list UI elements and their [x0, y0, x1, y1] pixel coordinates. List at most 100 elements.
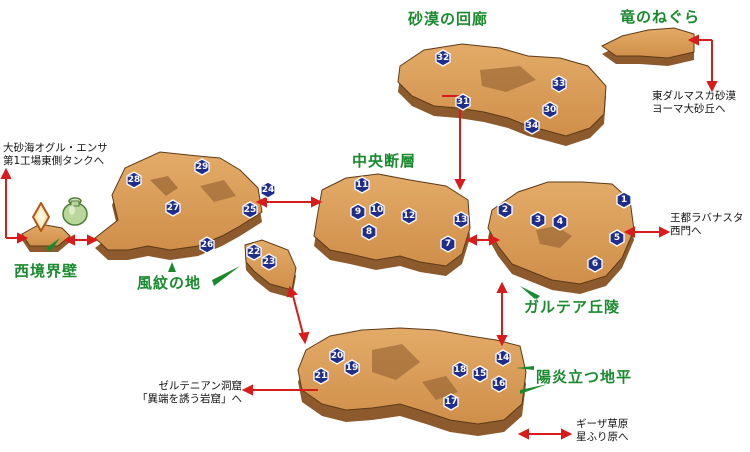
hexagon-marker-icon [552, 213, 568, 231]
hexagon-marker-icon [165, 199, 181, 217]
map-marker-label: 3 [534, 215, 542, 225]
hexagon-marker-icon [453, 211, 469, 229]
hexagon-marker-icon [551, 75, 567, 93]
hexagon-marker-icon [261, 253, 277, 271]
map-marker-label: 33 [552, 79, 566, 89]
map-marker-11[interactable]: 11 [353, 176, 371, 194]
hexagon-marker-icon [455, 93, 471, 111]
crystal-icon [32, 202, 50, 232]
hexagon-marker-icon [369, 201, 385, 219]
map-marker-25[interactable]: 25 [241, 201, 259, 219]
hexagon-marker-icon [313, 367, 329, 385]
region-ryuu-no-negura [601, 27, 695, 66]
map-marker-label: 7 [444, 239, 452, 249]
map-marker-label: 34 [525, 121, 539, 131]
map-marker-label: 17 [444, 397, 458, 407]
map-marker-12[interactable]: 12 [400, 207, 418, 225]
map-marker-label: 15 [473, 369, 487, 379]
map-marker-23[interactable]: 23 [260, 253, 278, 271]
hexagon-marker-icon [609, 229, 625, 247]
map-marker-27[interactable]: 27 [164, 199, 182, 217]
hexagon-marker-icon [194, 158, 210, 176]
map-marker-29[interactable]: 29 [193, 158, 211, 176]
map-marker-label: 9 [354, 207, 362, 217]
hexagon-marker-icon [401, 207, 417, 225]
map-marker-31[interactable]: 31 [454, 93, 472, 111]
map-marker-label: 11 [355, 180, 369, 190]
map-marker-label: 2 [501, 205, 509, 215]
map-marker-label: 8 [365, 227, 373, 237]
map-marker-label: 5 [613, 233, 621, 243]
map-marker-33[interactable]: 33 [550, 75, 568, 93]
map-marker-34[interactable]: 34 [523, 117, 541, 135]
map-marker-13[interactable]: 13 [452, 211, 470, 229]
map-marker-label: 16 [492, 379, 506, 389]
map-marker-14[interactable]: 14 [494, 349, 512, 367]
map-marker-18[interactable]: 18 [451, 361, 469, 379]
map-marker-22[interactable]: 22 [245, 243, 263, 261]
map-marker-30[interactable]: 30 [541, 101, 559, 119]
map-marker-17[interactable]: 17 [442, 393, 460, 411]
map-marker-2[interactable]: 2 [496, 201, 514, 219]
map-marker-label: 22 [247, 247, 261, 257]
region-youen-tatsu-chihei [297, 327, 527, 436]
exit-label-top-right: 東ダルマスカ砂漠 ヨーマ大砂丘へ [652, 90, 736, 116]
exit-line: 東ダルマスカ砂漠 [652, 90, 736, 102]
hexagon-marker-icon [440, 235, 456, 253]
area-label-fumon: 風紋の地 [137, 274, 202, 292]
exit-line: 大砂海オグル・エンサ [3, 142, 108, 154]
exit-label-right: 王都ラバナスタ 西門へ [670, 212, 743, 238]
map-marker-16[interactable]: 16 [490, 375, 508, 393]
area-label-youen: 陽炎立つ地平 [536, 368, 633, 386]
region-chuou-dansou [313, 173, 471, 276]
map-marker-label: 29 [195, 162, 209, 172]
area-label-garutea: ガルテア丘陵 [524, 298, 621, 316]
hexagon-marker-icon [344, 359, 360, 377]
map-marker-label: 1 [620, 195, 628, 205]
map-marker-label: 25 [243, 205, 257, 215]
map-marker-label: 26 [200, 240, 214, 250]
hexagon-marker-icon [354, 176, 370, 194]
exit-line: 星ふり原へ [576, 431, 629, 443]
hexagon-marker-icon [350, 203, 366, 221]
map-marker-19[interactable]: 19 [343, 359, 361, 377]
exit-line: 「異端を誘う岩窟」へ [137, 393, 242, 405]
exit-line: ゼルテニアン洞窟 [158, 380, 242, 392]
map-marker-4[interactable]: 4 [551, 213, 569, 231]
hexagon-marker-icon [497, 201, 513, 219]
exit-label-top-left: 大砂海オグル・エンサ 第1工場東側タンクへ [3, 142, 108, 168]
map-marker-3[interactable]: 3 [529, 211, 547, 229]
map-marker-9[interactable]: 9 [349, 203, 367, 221]
map-marker-label: 24 [261, 185, 275, 195]
map-marker-1[interactable]: 1 [615, 191, 633, 209]
map-marker-8[interactable]: 8 [360, 223, 378, 241]
map-marker-24[interactable]: 24 [259, 181, 277, 199]
map-marker-28[interactable]: 28 [125, 171, 143, 189]
map-marker-32[interactable]: 32 [434, 49, 452, 67]
hexagon-marker-icon [199, 236, 215, 254]
map-marker-label: 4 [556, 217, 564, 227]
area-label-chuou: 中央断層 [352, 152, 417, 170]
map-marker-5[interactable]: 5 [608, 229, 626, 247]
map-marker-label: 32 [436, 53, 450, 63]
map-marker-21[interactable]: 21 [312, 367, 330, 385]
map-marker-7[interactable]: 7 [439, 235, 457, 253]
map-marker-6[interactable]: 6 [586, 255, 604, 273]
map-marker-label: 12 [402, 211, 416, 221]
map-marker-10[interactable]: 10 [368, 201, 386, 219]
map-marker-15[interactable]: 15 [471, 365, 489, 383]
exit-line: ギーザ草原 [576, 418, 629, 430]
map-marker-label: 20 [330, 351, 344, 361]
pot-icon [62, 197, 88, 226]
connector-layer [0, 34, 718, 440]
map-marker-label: 31 [456, 97, 470, 107]
map-marker-label: 28 [127, 175, 141, 185]
map-marker-label: 23 [262, 257, 276, 267]
map-marker-label: 30 [543, 105, 557, 115]
map-marker-20[interactable]: 20 [328, 347, 346, 365]
map-marker-26[interactable]: 26 [198, 236, 216, 254]
exit-line: 第1工場東側タンクへ [3, 155, 105, 167]
map-marker-label: 6 [591, 259, 599, 269]
